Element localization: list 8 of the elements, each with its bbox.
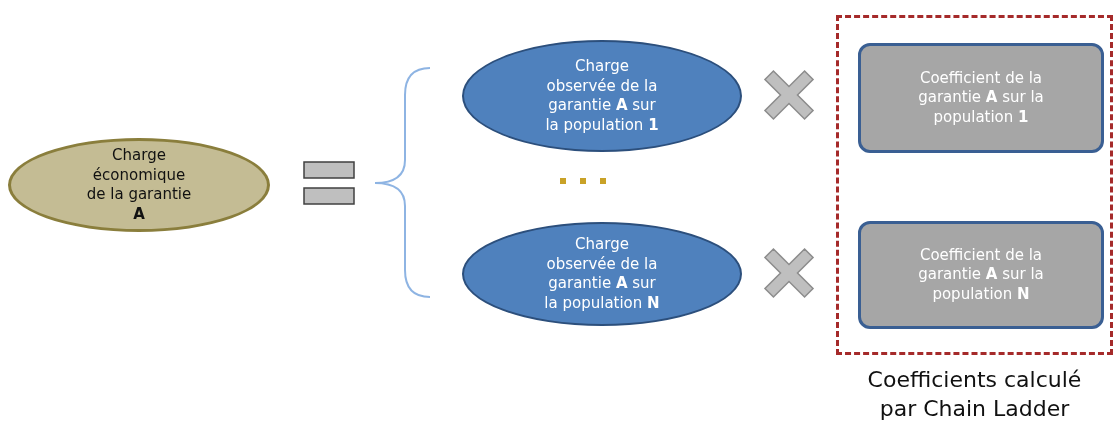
node-text: Coefficients calculé par Chain Ladder: [866, 366, 1083, 423]
rounded-box: [858, 43, 1104, 153]
node-text: Coefficient de la garantie A sur la population N: [917, 245, 1045, 305]
rounded-box: [858, 221, 1104, 329]
node-text: Charge observée de la garantie A sur la population 1: [544, 57, 660, 135]
node-text: Charge observée de la garantie A sur la population N: [543, 235, 661, 313]
node-text: Charge économique de la garantie A: [86, 146, 192, 224]
node-text: Coefficient de la garantie A sur la population 1: [917, 68, 1045, 128]
